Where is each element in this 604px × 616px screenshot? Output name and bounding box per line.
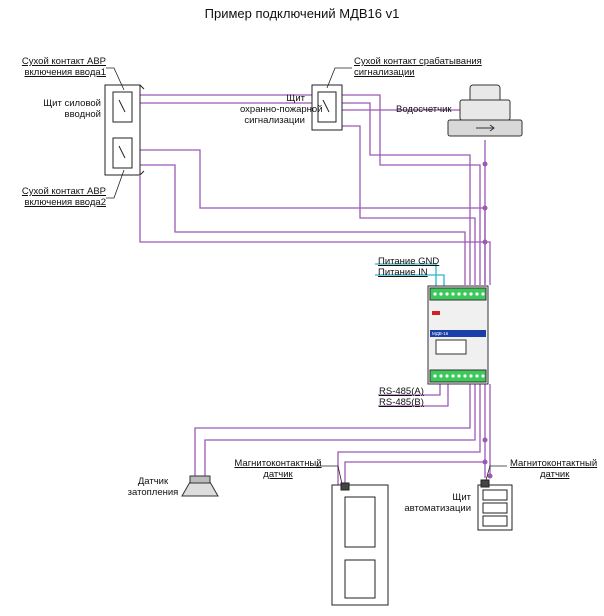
flood-sensor-icon (181, 475, 219, 497)
mdv16-module (427, 285, 489, 385)
wire-power-gnd (375, 263, 437, 287)
wire-magnet1-b (344, 384, 486, 487)
label-water-meter: Водосчетчик (396, 104, 452, 115)
diagram-title: Пример подключений МДВ16 v1 (204, 6, 400, 21)
wire-avr1-b (130, 102, 471, 285)
label-power-in: Питание IN (378, 267, 428, 278)
wires (130, 94, 491, 487)
water-meter-icon (447, 84, 523, 137)
wire-avr-c (139, 176, 491, 285)
label-rs485a: RS-485(A) (379, 386, 424, 397)
wire-rs485a (378, 384, 441, 396)
wire-avr1-a (130, 94, 481, 285)
junction-dots (482, 161, 493, 479)
module-terminals (433, 292, 485, 378)
wire-power-in (375, 274, 445, 287)
wire-avr2-b (130, 164, 466, 285)
automation-board-icon (477, 479, 513, 531)
wire-flood-b (204, 384, 476, 480)
leader-lines (106, 67, 507, 485)
module-name: МДВ-16 (432, 331, 449, 336)
wire-magnet1-a (337, 384, 481, 487)
power-board (104, 84, 145, 176)
power-wires (375, 263, 445, 287)
wire-rs485b (378, 384, 449, 407)
door-icon (331, 482, 389, 606)
label-power-gnd: Питание GND (378, 256, 440, 267)
wire-flood-a (194, 384, 471, 480)
wire-fire-b (340, 125, 476, 285)
fire-alarm-board (311, 84, 343, 131)
label-rs485b: RS-485(B) (379, 397, 424, 408)
